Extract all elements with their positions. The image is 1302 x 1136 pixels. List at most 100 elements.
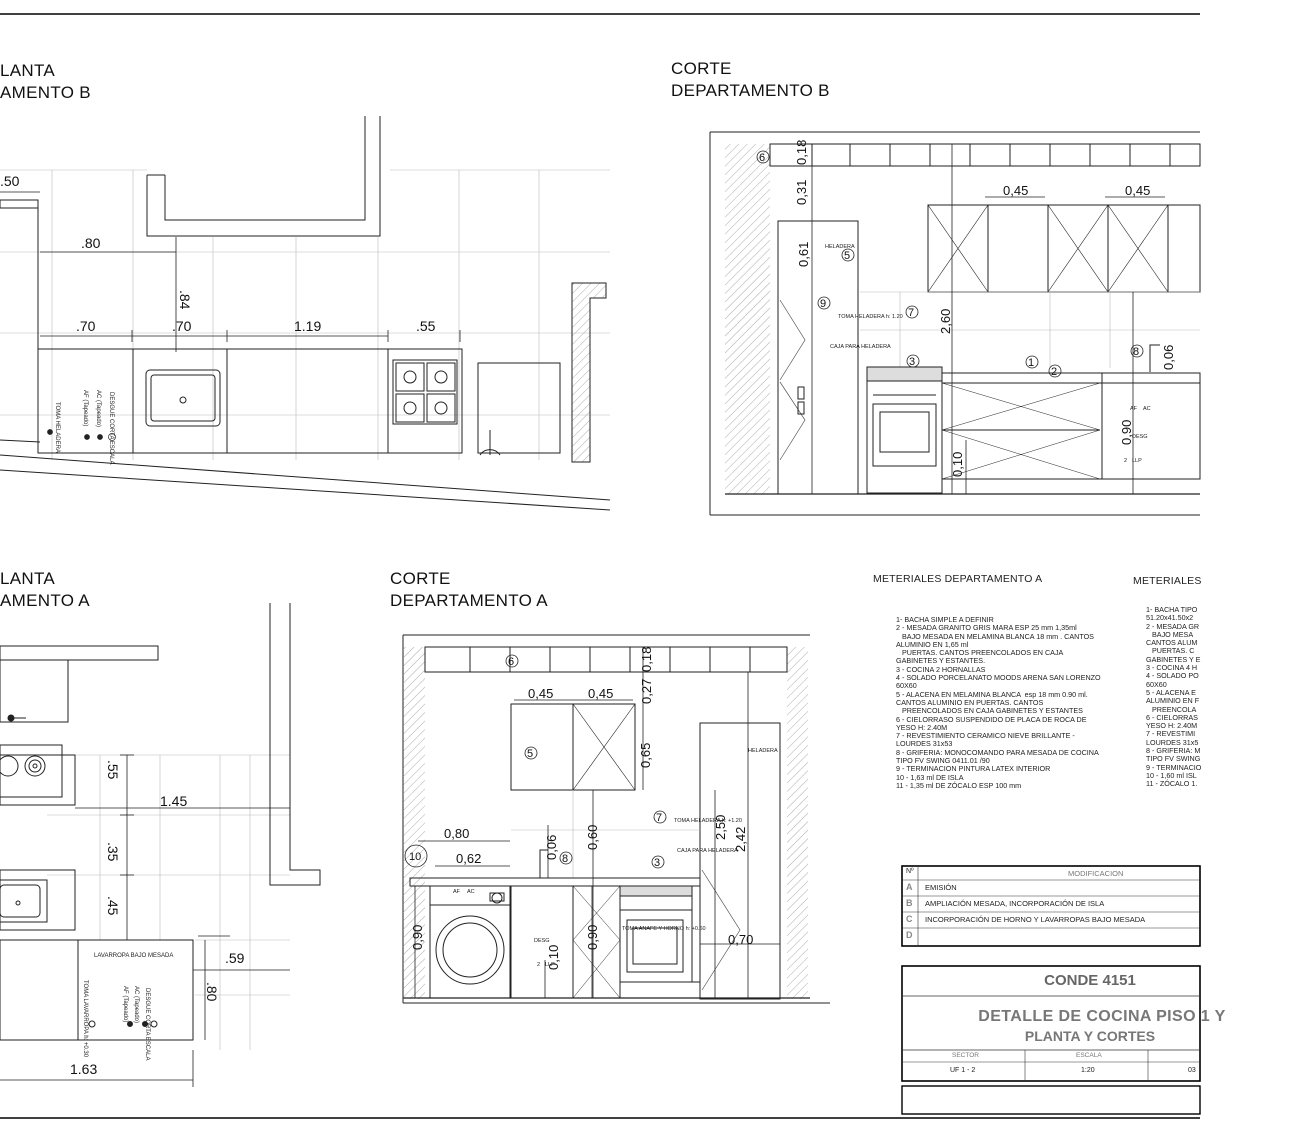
mod-letter: B <box>906 898 913 908</box>
material-item: 9 - TERMINACIO <box>1146 762 1202 772</box>
svg-text:5: 5 <box>844 250 850 262</box>
svg-text:1.63: 1.63 <box>70 1061 97 1077</box>
plan-b-small-labels: TOMA HELADERA AF (Tapeado) AC (Tapeado) … <box>54 390 114 464</box>
mod-text: EMISIÓN <box>925 883 957 892</box>
svg-text:10: 10 <box>409 851 421 863</box>
material-item: 7 - REVESTIMI <box>1146 729 1196 739</box>
technical-drawing: .50 .80 .84 .70 .70 1.19 .55 TOMA HELADE… <box>0 13 1201 1119</box>
svg-text:.35: .35 <box>105 842 121 862</box>
svg-text:0,45: 0,45 <box>1003 183 1028 198</box>
material-item: LOURDES 31x5 <box>1146 737 1199 747</box>
svg-text:0,18: 0,18 <box>794 140 809 165</box>
svg-text:.45: .45 <box>105 896 121 916</box>
material-item: 60X60 <box>896 681 917 691</box>
scale-label: ESCALA <box>1076 1052 1102 1059</box>
svg-text:CAJA PARA HELADERA: CAJA PARA HELADERA <box>830 344 891 350</box>
svg-text:TOMA HELADERA: TOMA HELADERA <box>54 402 60 453</box>
plan-b-drawing <box>0 116 611 511</box>
svg-text:2,50: 2,50 <box>713 815 728 840</box>
material-item: 1- BACHA TIPO <box>1146 605 1198 614</box>
svg-text:0,45: 0,45 <box>528 686 553 701</box>
material-item: 9 - TERMINACION PINTURA LATEX INTERIOR <box>896 764 1051 774</box>
svg-text:TOMA ANAFE Y HORNO h: +0.60: TOMA ANAFE Y HORNO h: +0.60 <box>622 926 706 932</box>
material-item: 11 - 1,35 ml DE ZÓCALO ESP 100 mm <box>896 780 1022 790</box>
material-item: 2 - MESADA GR <box>1146 621 1200 631</box>
svg-text:.55: .55 <box>416 318 436 334</box>
sheet-title: DETALLE DE COCINA PISO 1 Y <box>978 1008 1226 1025</box>
material-item: 60X60 <box>1146 679 1167 689</box>
svg-text:CAJA PARA HELADERA: CAJA PARA HELADERA <box>677 848 738 854</box>
svg-text:2: 2 <box>1051 366 1057 378</box>
material-item: 5 - ALACENA E <box>1146 687 1196 697</box>
svg-text:TOMA HELADERA h: 1.20: TOMA HELADERA h: 1.20 <box>838 314 903 320</box>
mod-letter: A <box>906 882 913 892</box>
svg-text:0,45: 0,45 <box>588 686 613 701</box>
svg-text:8: 8 <box>1133 346 1139 358</box>
material-item: 2 - MESADA GRANITO GRIS MARA ESP 25 mm 1… <box>896 623 1077 633</box>
svg-text:AC (Tapeado): AC (Tapeado) <box>133 986 139 1023</box>
svg-text:.80: .80 <box>81 235 101 251</box>
material-item: 6 - CIELORRAS <box>1146 712 1198 722</box>
svg-text:LLP: LLP <box>1132 458 1142 464</box>
material-item: 10 - 1,60 ml ISL <box>1146 770 1197 780</box>
svg-text:AC (Tapeado): AC (Tapeado) <box>95 390 101 427</box>
section-b-small-labels: HELADERA TOMA HELADERA h: 1.20 CAJA PARA… <box>825 244 1151 464</box>
svg-text:3: 3 <box>654 857 660 869</box>
svg-text:1.45: 1.45 <box>160 793 187 809</box>
svg-text:7: 7 <box>908 307 914 319</box>
svg-text:9: 9 <box>820 298 826 310</box>
svg-text:.55: .55 <box>105 760 121 780</box>
svg-text:.70: .70 <box>172 318 192 334</box>
svg-text:0,65: 0,65 <box>638 743 653 768</box>
svg-text:0,90: 0,90 <box>585 925 600 950</box>
svg-text:.50: .50 <box>0 173 20 189</box>
scale-value: 1:20 <box>1081 1067 1095 1074</box>
mod-text: AMPLIACIÓN MESADA, INCORPORACIÓN DE ISLA <box>925 899 1105 908</box>
plan-a-drawing <box>0 603 321 1087</box>
project-name: CONDE 4151 <box>1044 972 1136 989</box>
material-item: YESO H: 2.40M <box>1146 721 1198 731</box>
svg-text:DESGUE CORTA ESCALA: DESGUE CORTA ESCALA <box>108 392 114 464</box>
section-a-reference-marks: 6 5 7 10 8 3 <box>404 654 667 869</box>
svg-text:0,61: 0,61 <box>796 242 811 267</box>
plan-b-dimension-labels: .50 .80 .84 .70 .70 1.19 .55 <box>0 173 436 334</box>
svg-text:0,90: 0,90 <box>410 925 425 950</box>
section-b-reference-marks: 6 5 9 7 3 1 2 8 <box>756 150 1144 378</box>
drawing-sheet: .50 .80 .84 .70 .70 1.19 .55 TOMA HELADE… <box>0 13 1225 1119</box>
svg-text:0,06: 0,06 <box>544 835 559 860</box>
mod-letter: D <box>906 930 913 940</box>
material-item: YESO H: 2.40M <box>896 722 948 732</box>
material-item: 3 - COCINA 4 H <box>1146 663 1198 673</box>
svg-text:AF: AF <box>453 889 461 895</box>
section-b-drawing <box>709 131 1201 516</box>
svg-text:DESG: DESG <box>534 938 550 944</box>
section-a-dimension-labels: 0,45 0,45 0,18 0,27 0,65 0,80 0,62 0,06 … <box>410 647 753 970</box>
section-a-drawing <box>402 634 830 1004</box>
section-b-dimension-labels: 0,18 0,31 0,45 0,45 0,61 2,60 0,06 0,90 … <box>794 140 1176 477</box>
svg-text:AC: AC <box>1143 406 1151 412</box>
svg-text:LAVARROPA BAJO MESADA: LAVARROPA BAJO MESADA <box>94 953 173 959</box>
material-item: 8 - GRIFERIA: M <box>1146 746 1201 756</box>
svg-text:5: 5 <box>527 748 533 760</box>
material-item: CANTOS ALUMINIO EN PUERTAS. CANTOS <box>896 697 1044 707</box>
mod-header-no: Nº <box>906 868 914 875</box>
mod-letter: C <box>906 914 913 924</box>
svg-text:HELADERA: HELADERA <box>825 244 855 250</box>
svg-text:0,06: 0,06 <box>1161 345 1176 370</box>
material-item: 10 - 1,63 ml DE ISLA <box>896 772 964 782</box>
svg-text:8: 8 <box>562 853 568 865</box>
svg-text:7: 7 <box>656 812 662 824</box>
material-item: TIPO FV SWING 0411.01 /90 <box>896 756 990 766</box>
svg-text:0,31: 0,31 <box>794 180 809 205</box>
material-item: LOURDES 31x53 <box>896 739 953 749</box>
svg-text:DESGUE CORTA ESCALA: DESGUE CORTA ESCALA <box>144 988 150 1060</box>
sector-value: UF 1 - 2 <box>950 1067 976 1074</box>
material-item: 6 - CIELORRASO SUSPENDIDO DE PLACA DE RO… <box>896 714 1087 724</box>
material-item: ALUMINIO EN 1,65 ml <box>896 639 969 649</box>
svg-text:.59: .59 <box>225 950 245 966</box>
svg-text:0,45: 0,45 <box>1125 183 1150 198</box>
